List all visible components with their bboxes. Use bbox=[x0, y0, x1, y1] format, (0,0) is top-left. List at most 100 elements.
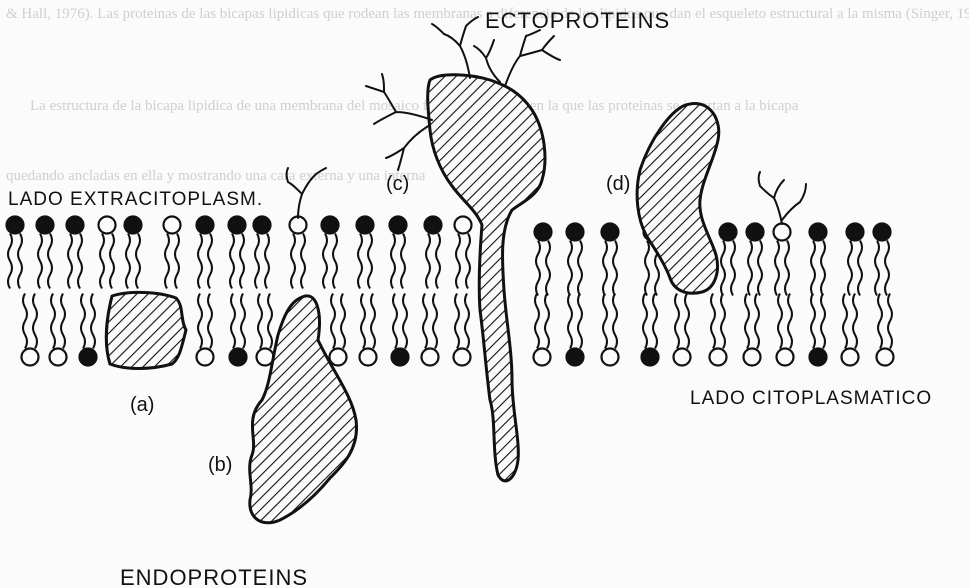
lipid-head-filled bbox=[874, 224, 891, 241]
lipid-tail bbox=[68, 234, 72, 289]
lipid-tail bbox=[568, 294, 572, 349]
lipid-inner-left-3 bbox=[197, 294, 214, 366]
lipid-head-open bbox=[877, 349, 894, 366]
lipid-tail bbox=[341, 294, 345, 349]
lipid-inner-right-6 bbox=[744, 294, 761, 366]
lipid-tail bbox=[231, 294, 235, 349]
lipid-tail bbox=[758, 241, 762, 296]
lipid-tail bbox=[613, 241, 617, 296]
lipid-head-open bbox=[455, 217, 472, 234]
lipid-tail bbox=[643, 294, 647, 349]
lipid-tail bbox=[755, 294, 759, 349]
lipid-tail bbox=[51, 294, 55, 349]
lipid-head-filled bbox=[7, 217, 24, 234]
lipid-head-open bbox=[22, 349, 39, 366]
lipid-outer-right-1 bbox=[567, 224, 584, 296]
lipid-tail bbox=[208, 234, 212, 289]
lipid-tail bbox=[578, 294, 582, 349]
lipid-tail bbox=[423, 294, 427, 349]
lipid-head-filled bbox=[390, 217, 407, 234]
glycan-c-top bbox=[432, 17, 478, 78]
lipid-head-open bbox=[777, 349, 794, 366]
lipid-tail bbox=[33, 294, 37, 349]
lipid-outer-left-11 bbox=[357, 217, 374, 289]
lipid-head-open bbox=[774, 224, 791, 241]
lipid-tail bbox=[331, 294, 335, 349]
lipid-tail bbox=[268, 294, 272, 349]
lipid-inner-left-2 bbox=[80, 294, 97, 366]
label-a: (a) bbox=[130, 394, 154, 416]
lipid-inner-right-2 bbox=[602, 294, 619, 366]
lipid-tail bbox=[136, 234, 140, 289]
lipid-inner-right-3 bbox=[642, 294, 659, 366]
lipid-inner-left-0 bbox=[22, 294, 39, 366]
lipid-tail bbox=[175, 234, 179, 289]
lipid-head-filled bbox=[229, 217, 246, 234]
lipid-tail bbox=[546, 241, 550, 296]
lipid-outer-left-6 bbox=[197, 217, 214, 289]
glycan-chains bbox=[287, 17, 807, 224]
lipid-tail bbox=[578, 241, 582, 296]
lipid-head-open bbox=[197, 349, 214, 366]
lipid-tail bbox=[403, 294, 407, 349]
lipid-head-open bbox=[674, 349, 691, 366]
lipid-tail bbox=[603, 294, 607, 349]
glycan-lipid-2 bbox=[759, 172, 807, 224]
background-text-line-3: quedando ancladas en ella y mostrando un… bbox=[6, 168, 426, 184]
lipid-head-open bbox=[602, 349, 619, 366]
lipid-outer-right-2 bbox=[602, 224, 619, 296]
lipid-head-filled bbox=[720, 224, 737, 241]
lipid-tail bbox=[61, 294, 65, 349]
lipid-tail bbox=[875, 241, 879, 296]
lipid-head-filled bbox=[747, 224, 764, 241]
lipid-inner-left-6 bbox=[330, 294, 347, 366]
lipid-tail bbox=[78, 234, 82, 289]
lipid-outer-left-13 bbox=[425, 217, 442, 289]
lipid-outer-right-5 bbox=[747, 224, 764, 296]
lipid-inner-left-9 bbox=[422, 294, 439, 366]
lipid-tail bbox=[323, 234, 327, 289]
lipid-tail bbox=[711, 294, 715, 349]
lipid-tail bbox=[613, 294, 617, 349]
lipid-head-filled bbox=[567, 349, 584, 366]
lipid-tail bbox=[241, 294, 245, 349]
lipid-inner-left-8 bbox=[392, 294, 409, 366]
lipid-tail bbox=[368, 234, 372, 289]
lipid-tail bbox=[301, 234, 305, 289]
label-endoproteins: ENDOPROTEINS bbox=[120, 565, 308, 588]
lipid-tail bbox=[265, 234, 269, 289]
label-lado-extracitoplasmico: LADO EXTRACITOPLASM. bbox=[8, 189, 263, 210]
lipid-tail bbox=[745, 294, 749, 349]
lipid-tail bbox=[465, 294, 469, 349]
lipid-head-filled bbox=[197, 217, 214, 234]
lipid-tail bbox=[208, 294, 212, 349]
lipid-head-open bbox=[360, 349, 377, 366]
lipid-tail bbox=[433, 294, 437, 349]
lipid-tail bbox=[361, 294, 365, 349]
lipid-head-filled bbox=[37, 217, 54, 234]
label-ectoproteins: ECTOPROTEINS bbox=[485, 8, 670, 33]
lipid-tail bbox=[100, 234, 104, 289]
lipid-tail bbox=[436, 234, 440, 289]
label-c: (c) bbox=[386, 173, 409, 195]
lipid-outer-left-9 bbox=[290, 217, 307, 289]
lipid-head-filled bbox=[357, 217, 374, 234]
lipid-head-filled bbox=[425, 217, 442, 234]
protein-c bbox=[428, 75, 545, 481]
lipid-tail bbox=[848, 241, 852, 296]
lipid-tail bbox=[23, 294, 27, 349]
lipid-tail bbox=[401, 234, 405, 289]
lipid-tail bbox=[545, 294, 549, 349]
lipid-outer-left-2 bbox=[67, 217, 84, 289]
lipid-outer-right-8 bbox=[847, 224, 864, 296]
lipid-head-open bbox=[330, 349, 347, 366]
lipid-head-open bbox=[842, 349, 859, 366]
lipid-outer-right-7 bbox=[810, 224, 827, 296]
lipid-outer-left-12 bbox=[390, 217, 407, 289]
lipid-head-open bbox=[99, 217, 116, 234]
lipid-head-open bbox=[290, 217, 307, 234]
lipid-tail bbox=[885, 241, 889, 296]
lipid-outer-left-5 bbox=[164, 217, 181, 289]
